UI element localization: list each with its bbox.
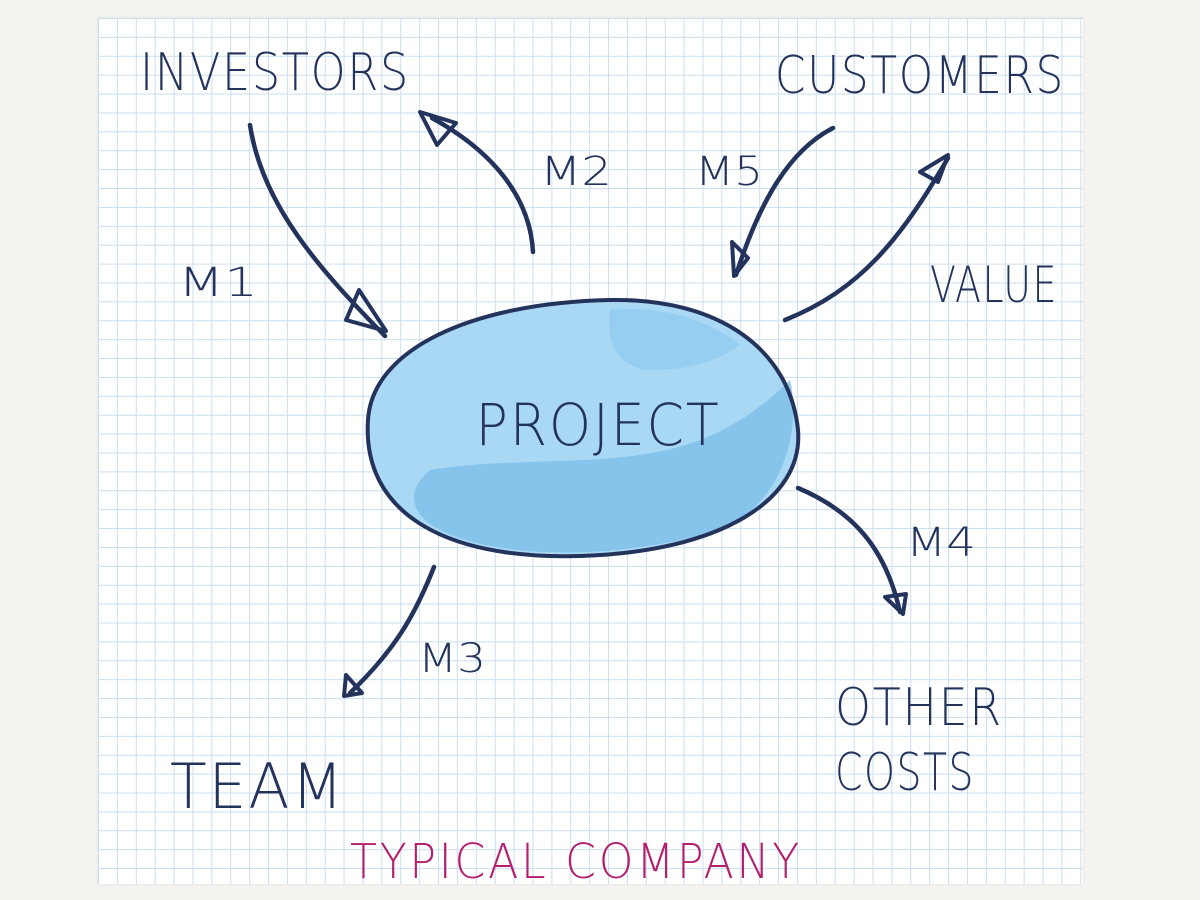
footer-caption: TYPICAL COMPANY xyxy=(350,834,802,890)
m5-label: M5 xyxy=(695,149,763,195)
arrow-m3-line xyxy=(347,564,437,696)
arrow-m5-line xyxy=(733,125,836,278)
project-blob-highlight xyxy=(609,309,740,370)
arrow-m5 xyxy=(730,125,836,278)
arrow-value xyxy=(782,153,951,323)
arrow-m4-line xyxy=(795,485,903,615)
arrow-m3-head xyxy=(342,673,364,698)
m3-label: M3 xyxy=(418,636,486,682)
arrow-m3 xyxy=(342,564,437,698)
arrow-value-line xyxy=(782,155,951,323)
arrow-m2-line xyxy=(429,115,536,255)
arrow-m4 xyxy=(795,485,908,616)
arrow-m1-head xyxy=(344,288,388,333)
project-label: PROJECT xyxy=(476,391,721,459)
arrow-m4-head xyxy=(883,592,908,616)
arrow-m2 xyxy=(418,110,536,255)
m4-label: M4 xyxy=(906,520,976,566)
m2-label: M2 xyxy=(540,149,612,195)
team-label: TEAM xyxy=(170,750,345,823)
other-costs-label-line1: OTHER xyxy=(835,678,1003,738)
other-costs-label-line2: COSTS xyxy=(835,743,975,803)
arrow-m2-head xyxy=(418,110,458,147)
project-blob-outline xyxy=(365,297,801,559)
project-node: PROJECT xyxy=(365,297,801,559)
value-label: VALUE xyxy=(930,256,1058,314)
arrow-value-head xyxy=(918,153,950,184)
investors-label: INVESTORS xyxy=(140,43,410,103)
arrow-m1-line xyxy=(247,122,388,339)
customers-label: CUSTOMERS xyxy=(775,46,1065,106)
arrow-m5-head xyxy=(730,240,750,278)
arrow-m1 xyxy=(247,122,388,339)
project-blob-shade xyxy=(413,380,794,553)
m1-label: M1 xyxy=(178,260,258,306)
